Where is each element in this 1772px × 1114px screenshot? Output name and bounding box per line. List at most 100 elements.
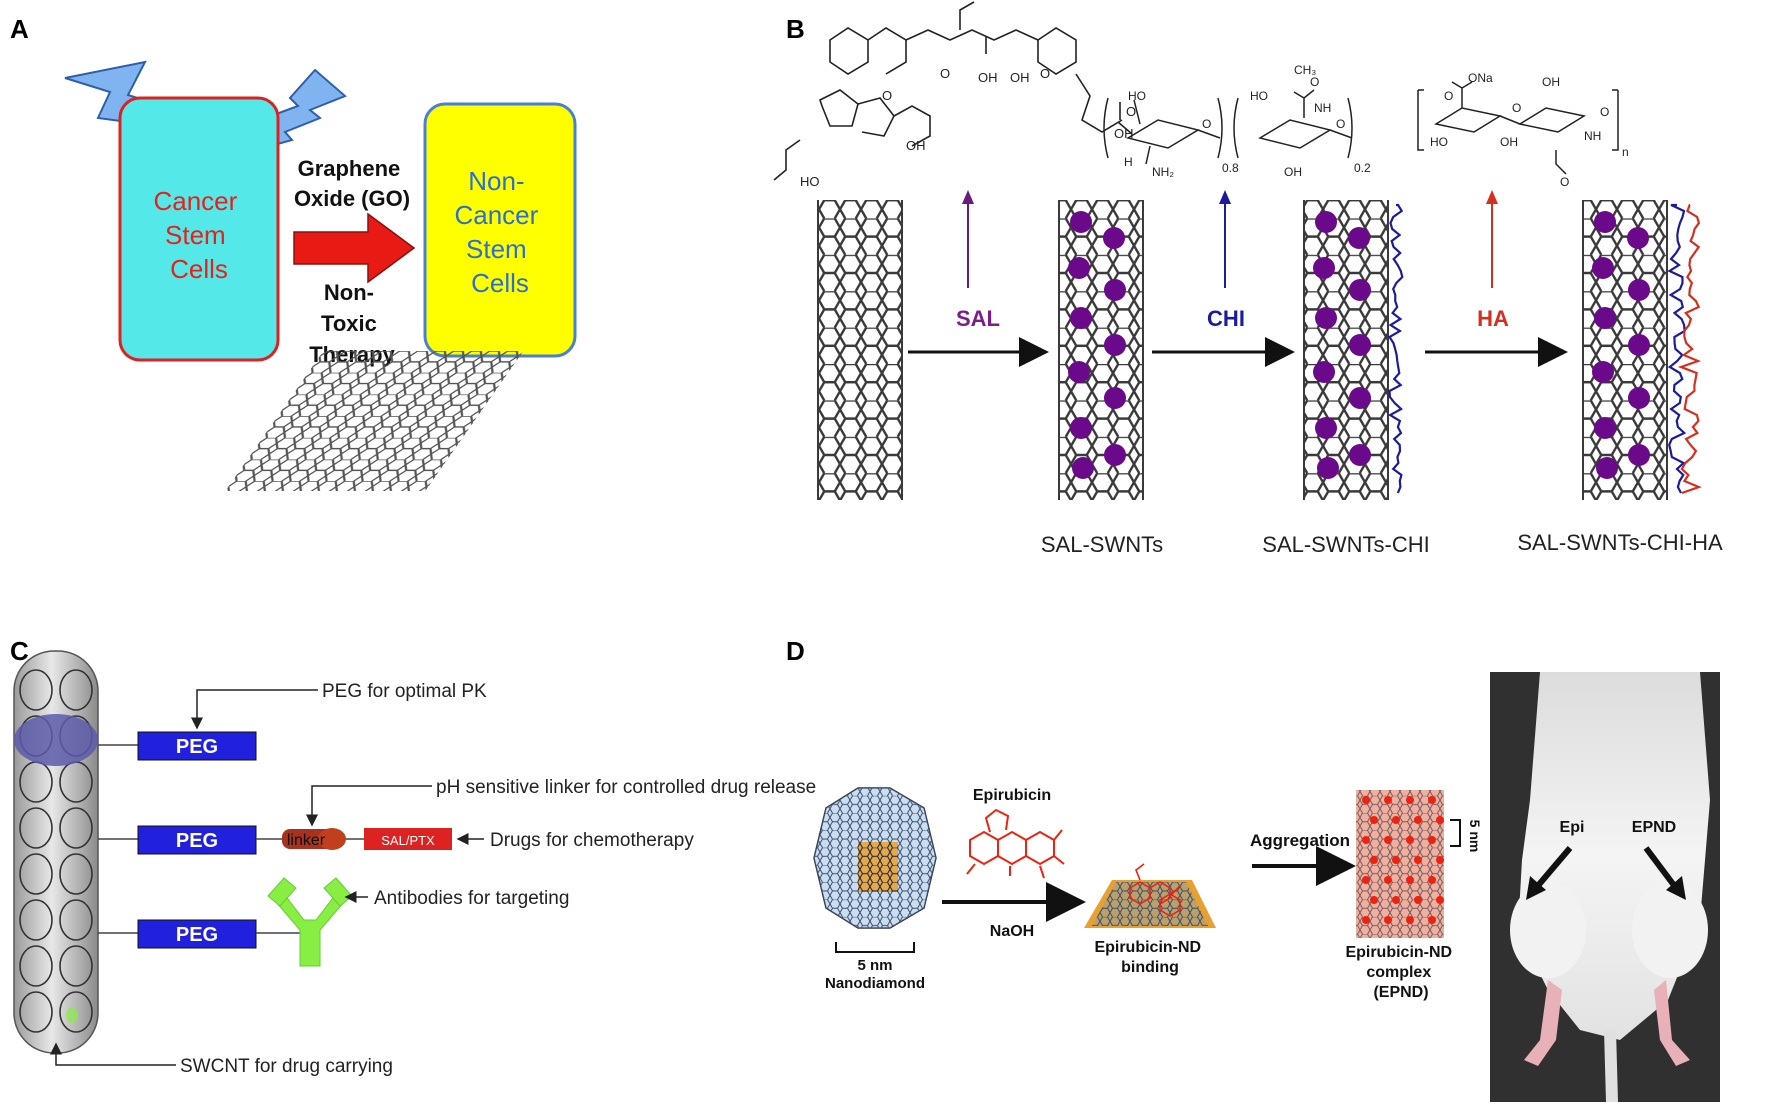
tube-cell <box>59 945 93 987</box>
ha-up-arrow <box>1486 190 1498 288</box>
naoh-reagent: NaOH <box>990 923 1034 940</box>
hyaluronic-acid-labels: ONa O OH HO OH O NH O n O <box>1430 71 1629 189</box>
svg-text:OH: OH <box>1010 70 1030 85</box>
antibody-icon <box>267 877 353 967</box>
complex-particle <box>1414 856 1422 864</box>
sal-dot <box>1103 227 1125 249</box>
epnd-photo-label: EPND <box>1632 819 1676 836</box>
svg-text:O: O <box>1560 175 1569 189</box>
mouse-photo <box>1490 672 1720 1102</box>
complex-particle <box>1384 916 1392 924</box>
svg-text:HO: HO <box>800 174 820 189</box>
epirubicin-molecule <box>966 808 1065 879</box>
peg-label-1: PEG <box>176 736 218 758</box>
tube-cell <box>59 669 93 711</box>
sal-up-arrow <box>962 190 974 288</box>
sal-dot <box>1628 279 1650 301</box>
panel-d: D 5 nm Nanodiamond Epirubicin NaOH <box>786 636 1720 1102</box>
sal-dot <box>1315 211 1337 233</box>
sal-dot <box>1104 334 1126 356</box>
complex-particle <box>1384 876 1392 884</box>
complex-particle <box>1428 796 1436 804</box>
sal-dot <box>1070 417 1092 439</box>
sal-dot <box>1315 307 1337 329</box>
complex-particle <box>1392 816 1400 824</box>
sal-dot <box>1072 457 1094 479</box>
chitosan-structure <box>1103 89 1353 165</box>
tube-cell <box>59 853 93 895</box>
svg-text:OH: OH <box>978 70 998 85</box>
complex-particle <box>1384 796 1392 804</box>
complex-particle <box>1436 896 1444 904</box>
drug-annotation: Drugs for chemotherapy <box>490 830 694 851</box>
complex-label: Epirubicin-ND complex (EPND) <box>1345 944 1456 1001</box>
tube-cell <box>19 945 53 987</box>
sal-dot <box>1628 444 1650 466</box>
epnd-pointer-arrow <box>1643 846 1686 900</box>
chi-label: CHI <box>1207 306 1245 331</box>
svg-text:O: O <box>882 88 892 103</box>
svg-text:OH: OH <box>1500 135 1518 149</box>
sal-dot <box>1594 307 1616 329</box>
swnt-tube-3 <box>1303 200 1404 500</box>
sal-dot <box>1104 279 1126 301</box>
sal-dot <box>1594 211 1616 233</box>
complex-particle <box>1406 836 1414 844</box>
complex-particle <box>1406 876 1414 884</box>
salinomycin-labels: O OH OH O O OH OH O HO <box>800 66 1136 189</box>
complex-particle <box>1406 916 1414 924</box>
complex-particle <box>1428 876 1436 884</box>
chitosan-labels: HO NH₂ H O 0.8 HO NH O CH₃ OH O 0.2 <box>1124 63 1371 179</box>
sal-dot <box>1104 387 1126 409</box>
complex-particle <box>1362 876 1370 884</box>
sal-dot <box>1070 211 1092 233</box>
sal-dot <box>1592 361 1614 383</box>
epirubicin-reagent: Epirubicin <box>973 787 1051 804</box>
nanodiamond-icon <box>813 787 937 929</box>
complex-particle <box>1436 816 1444 824</box>
svg-text:NH₂: NH₂ <box>1152 165 1174 179</box>
sal-dot <box>1313 257 1335 279</box>
peg-label-2: PEG <box>176 830 218 852</box>
sal-dot <box>1317 457 1339 479</box>
sal-label: SAL <box>956 306 1000 331</box>
svg-text:O: O <box>1202 117 1211 131</box>
complex-particle <box>1392 856 1400 864</box>
sal-molecules <box>1592 211 1650 479</box>
panel-a-letter: A <box>10 14 29 44</box>
swcnt-annotation: SWCNT for drug carrying <box>180 1056 393 1077</box>
epi-photo-label: Epi <box>1560 819 1585 836</box>
binding-label: Epirubicin-ND binding <box>1094 939 1205 976</box>
svg-text:HO: HO <box>1128 89 1146 103</box>
swnt-tube-4 <box>1582 200 1702 500</box>
chi-up-arrow <box>1219 190 1231 288</box>
sal-dot <box>1592 257 1614 279</box>
peg-label-3: PEG <box>176 924 218 946</box>
svg-text:OH: OH <box>1542 75 1560 89</box>
sal-dot <box>1349 387 1371 409</box>
sal-dot <box>1349 334 1371 356</box>
panel-a: A Cancer Stem Cells Graphene Oxide (GO) … <box>10 14 577 491</box>
complex-particle <box>1406 796 1414 804</box>
complex-particle <box>1370 856 1378 864</box>
sal-molecules <box>1068 211 1126 479</box>
ha-label: HA <box>1477 306 1509 331</box>
complex-particle <box>1370 896 1378 904</box>
epi-pointer-arrow <box>1526 846 1573 900</box>
hyaluronic-acid-coating <box>1677 203 1702 495</box>
tube-cell <box>59 807 93 849</box>
non-cancer-stem-cells-label: Non- Cancer Stem Cells <box>454 166 545 298</box>
linker-label: linker <box>287 832 326 849</box>
sal-dot <box>1104 444 1126 466</box>
complex-scale-bar <box>1450 819 1461 847</box>
sal-dot <box>1349 444 1371 466</box>
complex-particle <box>1362 916 1370 924</box>
linker-shape <box>282 828 346 850</box>
linker-annotation-arrow <box>306 785 432 827</box>
epirubicin-nd-binding-icon <box>1084 863 1216 928</box>
svg-text:n: n <box>1622 145 1629 159</box>
sal-dot <box>1315 417 1337 439</box>
svg-text:O: O <box>1336 117 1345 131</box>
peg-block-3 <box>137 919 257 949</box>
tube-cell <box>19 807 53 849</box>
